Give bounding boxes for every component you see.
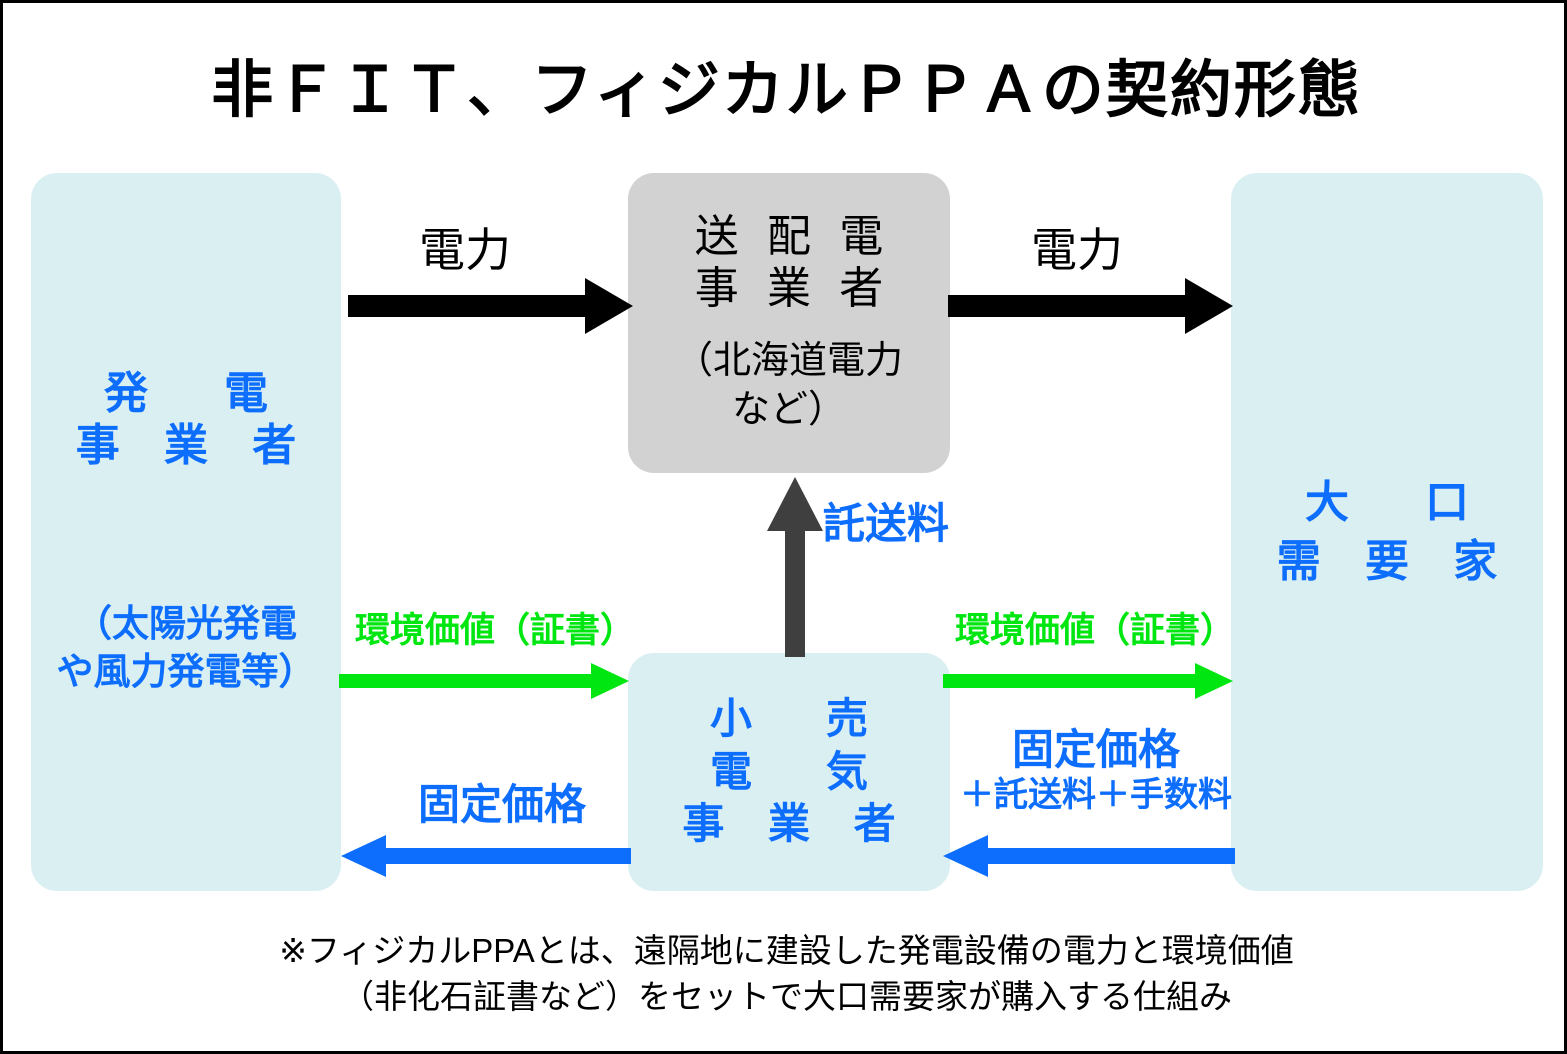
arrow-env-value-generator-to-retailer	[339, 663, 629, 699]
box-power-generator-main-line2: 事 業 者	[75, 420, 313, 470]
box-transmission-operator: 送 配 電 事 業 者 （北海道電力 など）	[628, 173, 950, 473]
box-power-generator-sub-line2: や風力発電等）	[56, 650, 316, 692]
box-electricity-retailer-main-line1: 小 売	[709, 694, 884, 742]
arrow-env-value-retailer-to-consumer	[943, 663, 1233, 699]
box-power-generator-main-line1: 発 電	[103, 369, 284, 418]
footnote-line1: ※フィジカルPPAとは、遠隔地に建設した発電設備の電力と環境価値	[279, 932, 1294, 969]
arrow-fixed-price-consumer-to-retailer	[943, 835, 1235, 877]
box-power-generator-main: 発 電 事 業 者	[60, 368, 312, 472]
arrow-fixed-price-retailer-to-generator	[341, 835, 631, 877]
box-transmission-operator-sub-line1: （北海道電力	[674, 340, 903, 383]
box-electricity-retailer-main-line2: 電 気	[709, 747, 884, 795]
box-large-consumer-main-line1: 大 口	[1304, 477, 1485, 527]
box-transmission-operator-main-line2: 事 業 者	[694, 264, 892, 314]
arrow-label-fixed-price-right-line2: ＋託送料＋手数料	[960, 776, 1232, 815]
arrow-label-power-generator-to-tso: 電力	[419, 224, 511, 276]
arrow-label-fixed-price-right: 固定価格 ＋託送料＋手数料	[956, 726, 1236, 815]
arrow-label-env-value-left: 環境価値（証書）	[355, 611, 636, 650]
arrow-label-env-value-right: 環境価値（証書）	[955, 611, 1236, 650]
page-title: 非ＦＩＴ、フィジカルＰＰＡの契約形態	[211, 56, 1362, 125]
box-electricity-retailer-main: 小 売 電 気 事 業 者	[666, 693, 911, 852]
box-transmission-operator-main-line1: 送 配 電	[694, 212, 892, 262]
box-large-consumer: 大 口 需 要 家	[1231, 173, 1543, 891]
box-electricity-retailer: 小 売 電 気 事 業 者	[628, 653, 950, 891]
box-power-generator: 発 電 事 業 者 （太陽光発電 や風力発電等）	[31, 173, 341, 891]
box-electricity-retailer-main-line3: 事 業 者	[682, 800, 912, 848]
footnote-line2: （非化石証書など）をセットで大口需要家が購入する仕組み	[341, 977, 1232, 1015]
arrow-label-fixed-price-left: 固定価格	[418, 781, 587, 828]
box-large-consumer-main: 大 口 需 要 家	[1261, 473, 1513, 592]
box-transmission-operator-sub: （北海道電力 など）	[675, 337, 903, 434]
arrow-power-generator-to-tso	[348, 278, 633, 334]
arrow-label-wheeling-fee: 託送料	[823, 500, 950, 547]
arrow-power-tso-to-consumer	[948, 278, 1233, 334]
box-transmission-operator-main: 送 配 電 事 業 者	[687, 211, 891, 315]
box-power-generator-sub: （太陽光発電 や風力発電等）	[57, 600, 316, 696]
footnote: ※フィジカルPPAとは、遠隔地に建設した発電設備の電力と環境価値 （非化石証書な…	[3, 928, 1564, 1019]
box-transmission-operator-sub-line2: など）	[731, 388, 846, 431]
arrow-label-fixed-price-right-line1: 固定価格	[1011, 726, 1180, 773]
arrow-wheeling-fee-retailer-to-tso	[767, 477, 823, 657]
box-power-generator-sub-line1: （太陽光発電	[75, 602, 297, 644]
arrow-label-power-tso-to-consumer: 電力	[1031, 224, 1123, 276]
box-large-consumer-main-line2: 需 要 家	[1276, 537, 1514, 586]
